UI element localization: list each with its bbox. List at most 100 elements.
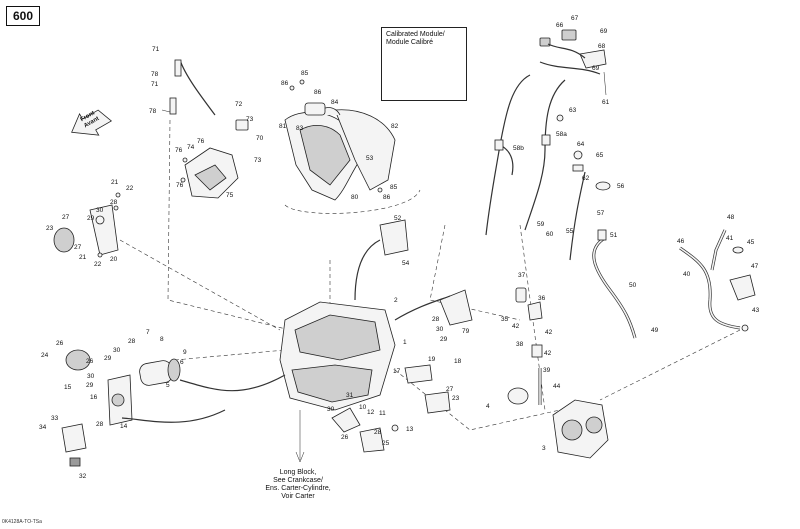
bracket-32-34 xyxy=(61,423,87,467)
callout-c66: 66 xyxy=(556,22,564,29)
callout-c80: 80 xyxy=(351,194,359,201)
callout-c70: 70 xyxy=(256,135,264,142)
callout-c11: 11 xyxy=(379,410,386,417)
callout-c13: 13 xyxy=(406,426,414,433)
callout-c20: 20 xyxy=(110,256,118,263)
callout-c74: 74 xyxy=(187,144,195,151)
callout-c39: 39 xyxy=(543,367,551,374)
callout-c8: 8 xyxy=(160,336,164,343)
callout-c58a: 58a xyxy=(556,131,567,138)
callout-c41: 41 xyxy=(726,235,734,242)
callout-c19: 19 xyxy=(428,356,436,363)
callout-c85a: 85 xyxy=(301,70,309,77)
callout-c81: 81 xyxy=(279,123,287,130)
callout-c1: 1 xyxy=(403,339,407,346)
callout-c28c: 28 xyxy=(374,429,382,436)
callout-c6: 6 xyxy=(180,359,184,366)
callout-c71a: 71 xyxy=(152,46,160,53)
callout-c54: 54 xyxy=(402,260,410,267)
sensor-parts-62-65 xyxy=(556,114,611,261)
callout-c29c: 29 xyxy=(104,355,112,362)
callout-c48: 48 xyxy=(727,214,735,221)
callout-c30b: 30 xyxy=(436,326,444,333)
callout-c29b: 29 xyxy=(440,336,448,343)
hose-50 xyxy=(592,229,637,339)
calibrated-module-label: Calibrated Module/ Module Calibré xyxy=(386,31,445,46)
callout-c23: 23 xyxy=(46,225,54,232)
callout-c27c: 27 xyxy=(446,386,454,393)
callout-c30e: 30 xyxy=(87,373,95,380)
callout-c42c: 42 xyxy=(544,350,552,357)
callout-c76c: 76 xyxy=(176,182,184,189)
callout-c52: 52 xyxy=(394,215,402,222)
callout-c57: 57 xyxy=(597,210,605,217)
callout-c22b: 22 xyxy=(94,261,102,268)
callout-c83: 83 xyxy=(296,125,304,132)
callout-c30d: 30 xyxy=(113,347,121,354)
rear-housing-3 xyxy=(507,387,609,459)
callout-c27b: 27 xyxy=(74,244,82,251)
callout-c64: 64 xyxy=(577,141,585,148)
callout-c71b: 71 xyxy=(151,81,159,88)
callout-c58b: 58b xyxy=(513,145,524,152)
callout-c28e: 28 xyxy=(96,421,104,428)
callout-c30c: 30 xyxy=(327,406,335,413)
model-badge: 600 xyxy=(6,6,40,26)
throttle-cable-assembly xyxy=(485,74,566,236)
sensor-10-13 xyxy=(331,407,399,453)
callout-c79: 79 xyxy=(462,328,470,335)
callout-c32: 32 xyxy=(79,473,87,480)
callout-c50: 50 xyxy=(629,282,637,289)
callout-c30a: 30 xyxy=(96,207,104,214)
callout-c21a: 21 xyxy=(111,179,119,186)
heat-shield-assembly xyxy=(284,79,396,201)
mount-bracket-52 xyxy=(354,219,409,301)
assembly-line-heatshield xyxy=(284,189,421,214)
callout-c34: 34 xyxy=(39,424,47,431)
callout-c63: 63 xyxy=(569,107,577,114)
callout-c47: 47 xyxy=(751,263,759,270)
callout-c35: 35 xyxy=(501,316,509,323)
callout-c76a: 76 xyxy=(197,138,205,145)
front-direction-arrow xyxy=(71,109,113,136)
callout-c61: 61 xyxy=(602,99,610,106)
bracket-17-19 xyxy=(404,364,451,414)
callout-c28b: 28 xyxy=(432,316,440,323)
callout-c29d: 29 xyxy=(86,382,94,389)
callout-c78b: 78 xyxy=(149,108,157,115)
callout-c29a: 29 xyxy=(87,215,95,222)
callout-c4: 4 xyxy=(486,403,490,410)
callout-c22a: 22 xyxy=(126,185,134,192)
callout-c37: 37 xyxy=(518,272,526,279)
assembly-line-rear xyxy=(394,369,561,431)
callout-c86a: 86 xyxy=(281,80,289,87)
callout-c10: 10 xyxy=(359,404,367,411)
callout-c26a: 26 xyxy=(341,434,349,441)
long-block-note: Long Block, See Crankcase/ Ens. Carter-C… xyxy=(265,469,331,500)
callout-c82: 82 xyxy=(391,123,399,130)
callout-labels: 6766696869617771787178727370737674767675… xyxy=(39,15,760,480)
callout-c86b: 86 xyxy=(314,89,322,96)
callout-c86c: 86 xyxy=(383,194,391,201)
assembly-line-throttle xyxy=(167,119,291,331)
callout-c42a: 42 xyxy=(512,323,520,330)
callout-c85b: 85 xyxy=(390,184,398,191)
sensor-cluster-top-right xyxy=(539,29,607,96)
callout-c73a: 73 xyxy=(246,116,254,123)
callout-c75: 75 xyxy=(226,192,234,199)
callout-c65: 65 xyxy=(596,152,604,159)
callout-c14: 14 xyxy=(120,423,128,430)
callout-c17: 17 xyxy=(393,368,401,375)
callout-c49: 49 xyxy=(651,327,659,334)
callout-c7: 7 xyxy=(146,329,150,336)
callout-c15: 15 xyxy=(64,384,72,391)
callout-c18: 18 xyxy=(454,358,462,365)
coolant-pipes xyxy=(679,229,756,332)
callout-c51: 51 xyxy=(610,232,618,239)
callout-c23b: 23 xyxy=(452,395,460,402)
assembly-line-left-bracket xyxy=(119,239,281,331)
callout-c16: 16 xyxy=(90,394,98,401)
callout-c12: 12 xyxy=(367,409,375,416)
callout-c25: 25 xyxy=(382,440,390,447)
callout-c9: 9 xyxy=(183,349,187,356)
